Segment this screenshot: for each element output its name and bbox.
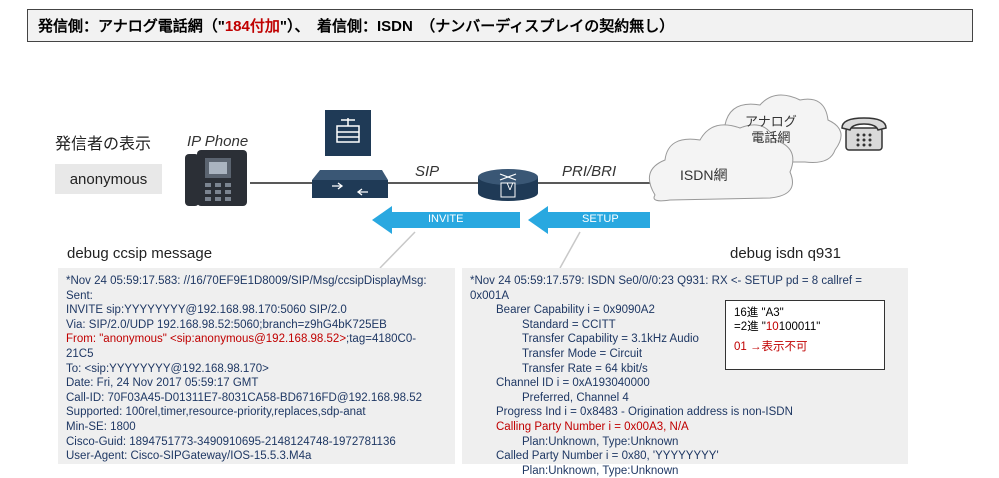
router-icon <box>478 169 538 201</box>
isdn-log-line: Called Party Number i = 0x80, 'YYYYYYYY' <box>496 450 719 463</box>
caller-display-label: 発信者の表示 <box>55 136 152 153</box>
ccsip-log-line: User-Agent: Cisco-SIPGateway/IOS-15.5.3.… <box>66 450 312 463</box>
ccsip-log-line: 21C5 <box>66 347 94 360</box>
isdn-log-line: Channel ID i = 0xA193040000 <box>496 377 650 390</box>
ccsip-log-line: Cisco-Guid: 1894751773-3490910695-214812… <box>66 435 396 448</box>
isdn-log-line: Transfer Capability = 3.1kHz Audio <box>522 333 699 346</box>
ccsip-log-line: Date: Fri, 24 Nov 2017 05:59:17 GMT <box>66 377 259 390</box>
ccsip-log-line: INVITE sip:YYYYYYYY@192.168.98.170:5060 … <box>66 304 347 317</box>
isdn-log-line: Plan:Unknown, Type:Unknown <box>522 464 679 477</box>
isdn-log-line: 0x001A <box>470 289 510 302</box>
isdn-log-line: Progress Ind i = 0x8483 - Origination ad… <box>496 406 793 419</box>
analog-phone-icon <box>841 117 887 151</box>
callout-line1: 16進 "A3" <box>734 307 784 319</box>
analog-network-line1: アナログ <box>745 114 797 129</box>
title-part1: 発信側：アナログ電話網（" <box>38 18 225 35</box>
ccsip-log-line: From: "anonymous" <sip:anonymous@192.168… <box>66 333 417 346</box>
isdn-log-line: Calling Party Number i = 0x00A3, N/A <box>496 420 689 433</box>
ccsip-log-line: Min-SE: 1800 <box>66 420 136 433</box>
isdn-log-line: Preferred, Channel 4 <box>522 391 629 404</box>
ccsip-log-line: To: <sip:YYYYYYYY@192.168.98.170> <box>66 362 269 375</box>
ccsip-log-line: Supported: 100rel,timer,resource-priorit… <box>66 406 366 419</box>
analog-network-line2: 電話網 <box>751 130 791 145</box>
analog-network-label: アナログ 電話網 <box>745 114 797 146</box>
page-title: 発信側：アナログ電話網（"184付加"）、 着信側：ISDN （ナンバーディスプ… <box>27 9 973 42</box>
ip-phone-label: IP Phone <box>187 133 249 150</box>
isdn-cloud <box>648 124 794 202</box>
debug-isdn-title: debug isdn q931 <box>730 245 841 262</box>
ccsip-log-line: *Nov 24 05:59:17.583: //16/70EF9E1D8009/… <box>66 275 427 287</box>
isdn-log-line: Transfer Mode = Circuit <box>522 347 643 360</box>
setup-arrow <box>528 206 650 234</box>
title-part2: 184付加 <box>224 18 280 35</box>
title-part3: "）、 着信側：ISDN （ナンバーディスプレイの契約無し） <box>279 18 675 35</box>
anonymous-display: anonymous <box>55 164 162 194</box>
callout-line2b: 10 <box>765 321 779 333</box>
isdn-log-line: Plan:Unknown, Type:Unknown <box>522 435 679 448</box>
debug-ccsip-title: debug ccsip message <box>67 245 213 262</box>
ccsip-log-line: Via: SIP/2.0/UDP 192.168.98.52:5060;bran… <box>66 318 387 331</box>
isdn-network-label: ISDN網 <box>680 167 728 183</box>
ip-phone-icon <box>185 150 247 206</box>
isdn-log-line: *Nov 24 05:59:17.579: ISDN Se0/0/0:23 Q9… <box>470 275 862 287</box>
isdn-log-line: Standard = CCITT <box>522 318 616 331</box>
router-v-label: V <box>506 182 514 193</box>
isdn-log-line: Transfer Rate = 64 kbit/s <box>522 362 648 375</box>
callout-line2c: 100011" <box>778 321 821 333</box>
setup-label: SETUP <box>582 213 619 225</box>
ccsip-log-line: Call-ID: 70F03A45-D01311E7-8031CA58-BD67… <box>66 391 423 404</box>
ccsip-log-line: Sent: <box>66 289 93 302</box>
sip-label: SIP <box>415 163 440 180</box>
callout-line3: 01 →表示不可 <box>734 341 808 353</box>
isdn-log-line: Bearer Capability i = 0x9090A2 <box>496 304 655 317</box>
callout-line2a: =2進 " <box>734 321 766 333</box>
invite-pointer-line <box>379 231 416 269</box>
pri-bri-label: PRI/BRI <box>562 163 617 180</box>
binary-callout: 16進 "A3" =2進 "10100011" 01 →表示不可 <box>725 300 885 370</box>
setup-pointer-line <box>559 231 581 269</box>
switch-icon <box>312 170 388 198</box>
cucm-server-icon <box>325 110 371 156</box>
invite-arrow <box>372 206 520 234</box>
ccsip-log-panel: *Nov 24 05:59:17.583: //16/70EF9E1D8009/… <box>58 268 455 464</box>
invite-label: INVITE <box>428 213 464 225</box>
